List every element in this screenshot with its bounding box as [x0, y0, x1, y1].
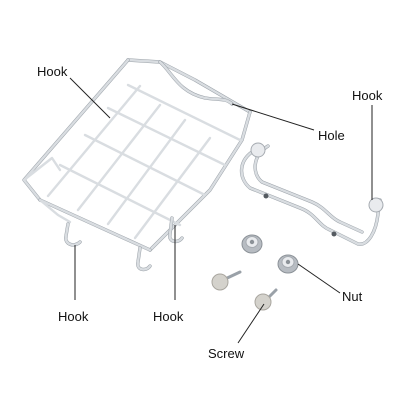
label-hook-top-left: Hook — [37, 64, 68, 79]
label-hook-bottom-left: Hook — [58, 309, 89, 324]
wire-basket — [22, 58, 252, 272]
label-hook-top-right: Hook — [352, 88, 383, 103]
nut-upper — [241, 234, 263, 254]
label-nut: Nut — [342, 289, 363, 304]
nut-lower — [277, 254, 299, 274]
screw-right — [254, 288, 278, 311]
leader-hole — [231, 103, 315, 131]
mounting-bracket — [239, 142, 384, 246]
bracket-hook-knob-left — [250, 142, 266, 158]
screw-left — [211, 270, 242, 291]
leader-screw — [237, 303, 265, 344]
label-hook-bottom-mid: Hook — [153, 309, 184, 324]
label-hole: Hole — [318, 128, 345, 143]
label-screw: Screw — [208, 346, 245, 361]
bracket-hole — [263, 193, 269, 199]
leader-lines — [69, 77, 373, 344]
bracket-hook-knob-right — [368, 197, 384, 213]
bracket-hole — [331, 231, 337, 237]
leader-hook-top-left — [69, 77, 111, 119]
leader-nut — [297, 263, 341, 294]
